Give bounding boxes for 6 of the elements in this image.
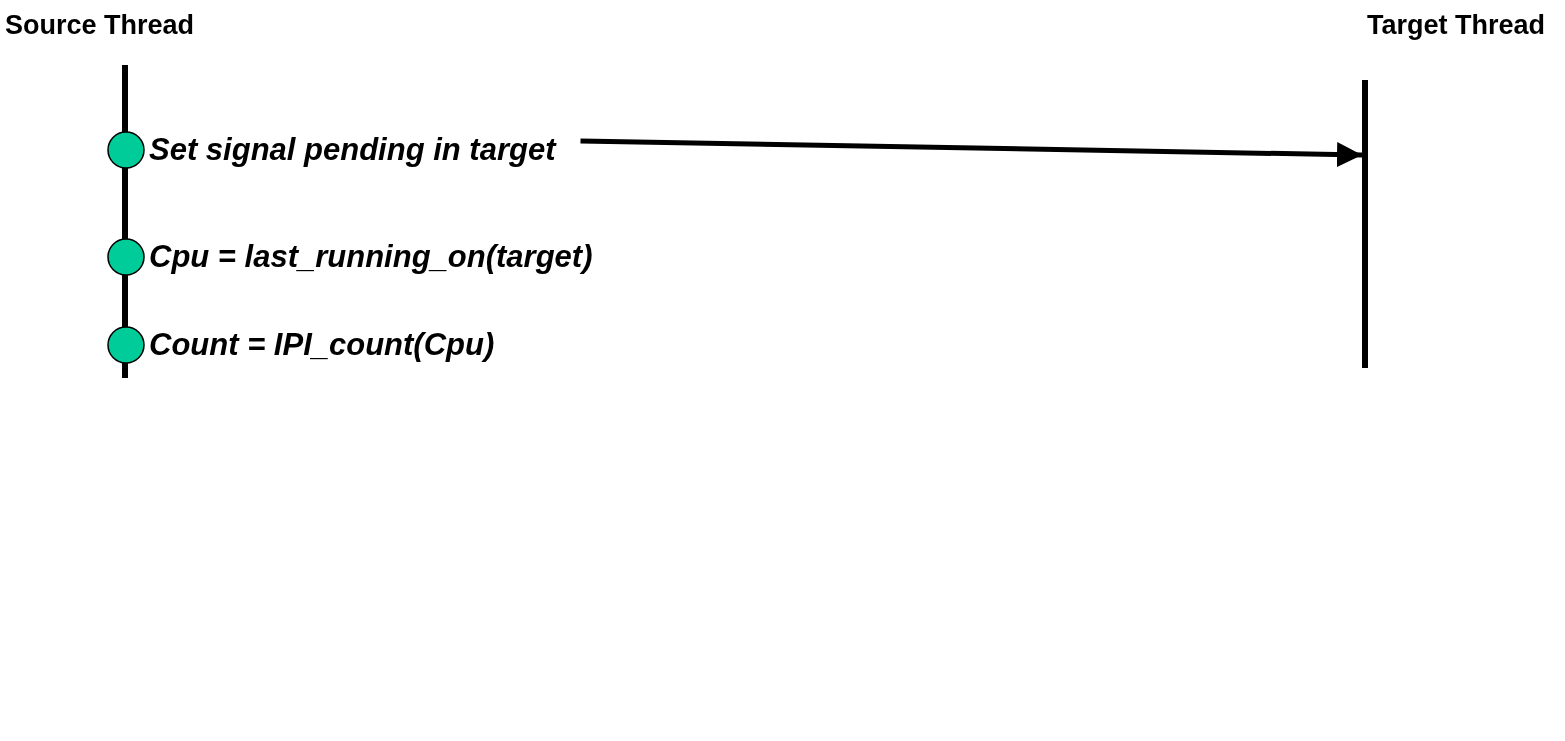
- arrow: [580, 138, 1363, 168]
- lifeline-heading: Source Thread: [5, 10, 195, 41]
- step-text: Cpu = last_running_on(target): [149, 239, 593, 275]
- step-text: Set signal pending in target: [149, 132, 556, 168]
- lifeline-heading: Target Thread: [1366, 10, 1545, 41]
- step-text: Count = IPI_count(Cpu): [149, 327, 495, 363]
